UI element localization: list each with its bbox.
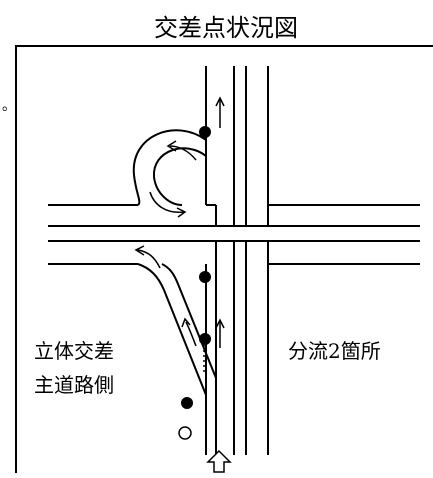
loop-ramp xyxy=(132,129,207,206)
diagonal-ramp xyxy=(137,263,217,455)
entry-arrow-icon xyxy=(206,449,232,473)
label-main-road-side: 主道路側 xyxy=(34,373,114,397)
marker-dots xyxy=(178,126,211,440)
filled-dot-4 xyxy=(181,397,193,409)
filled-dot-2 xyxy=(199,271,211,283)
divergence-dotted-lines xyxy=(203,140,207,372)
filled-dot-3 xyxy=(199,333,211,345)
open-dot xyxy=(178,426,192,440)
flow-arrows xyxy=(134,96,225,348)
label-grade-separated: 立体交差 xyxy=(34,339,114,363)
filled-dot-1 xyxy=(199,126,211,138)
main-road xyxy=(205,66,269,455)
label-two-diverges: 分流2箇所 xyxy=(288,339,381,363)
diagram-title: 交差点状況図 xyxy=(154,14,298,42)
diagram-frame xyxy=(15,45,433,473)
left-edge-mark: 。 xyxy=(2,98,16,114)
